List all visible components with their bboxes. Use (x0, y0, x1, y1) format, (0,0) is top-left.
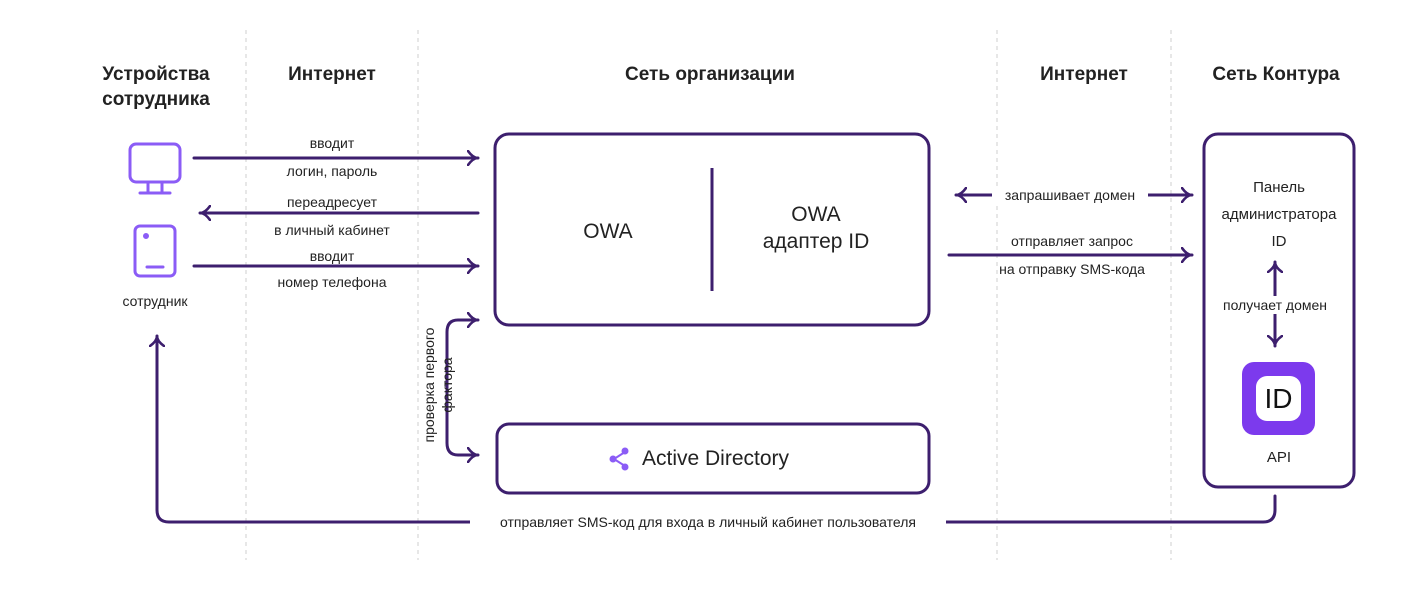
label-first-factor: проверка первого фактора (421, 327, 455, 443)
label-sends-request-top: отправляет запрос (1011, 233, 1133, 249)
label-enter-phone-bottom: номер телефона (277, 274, 387, 290)
active-directory-label: Active Directory (642, 447, 790, 470)
label-enter-login-top: вводит (309, 135, 355, 151)
owa-adapter-line2: адаптер ID (762, 230, 870, 253)
id-logo-text: ID (1264, 383, 1293, 414)
monitor-icon (128, 142, 182, 195)
column-title-internet-left: Интернет (288, 64, 376, 85)
api-label: API (1266, 449, 1292, 466)
label-gets-domain: получает домен (1216, 296, 1334, 314)
owa-box (493, 132, 931, 327)
column-title-internet-right: Интернет (1040, 64, 1128, 85)
phone-icon (133, 224, 177, 278)
label-redirect-top: переадресует (286, 194, 378, 210)
active-directory-box (495, 422, 931, 495)
id-logo-inner (1256, 376, 1301, 421)
employee-label: сотрудник (122, 293, 188, 309)
label-enter-login-bottom: логин, пароль (286, 163, 378, 179)
share-icon (609, 447, 629, 471)
column-title-kontur-network: Сеть Контура (1212, 64, 1340, 85)
label-requests-domain: запрашивает домен (992, 186, 1148, 204)
label-redirect-bottom: в личный кабинет (274, 222, 390, 238)
label-enter-phone-top: вводит (309, 248, 355, 264)
label-sends-request-bottom: на отправку SMS-кода (999, 261, 1145, 277)
admin-panel-label: Панель администратора ID (1221, 179, 1337, 250)
arrow-first-factor (445, 320, 480, 455)
column-title-employee-devices: Устройства сотрудника (102, 64, 210, 110)
label-sends-sms: отправляет SMS-код для входа в личный ка… (470, 513, 946, 531)
owa-label: OWA (583, 220, 633, 243)
kontur-panel-box (1202, 132, 1356, 489)
column-dividers (245, 30, 1172, 560)
column-title-org-network: Сеть организации (625, 64, 795, 85)
owa-adapter-line1: OWA (791, 203, 841, 226)
